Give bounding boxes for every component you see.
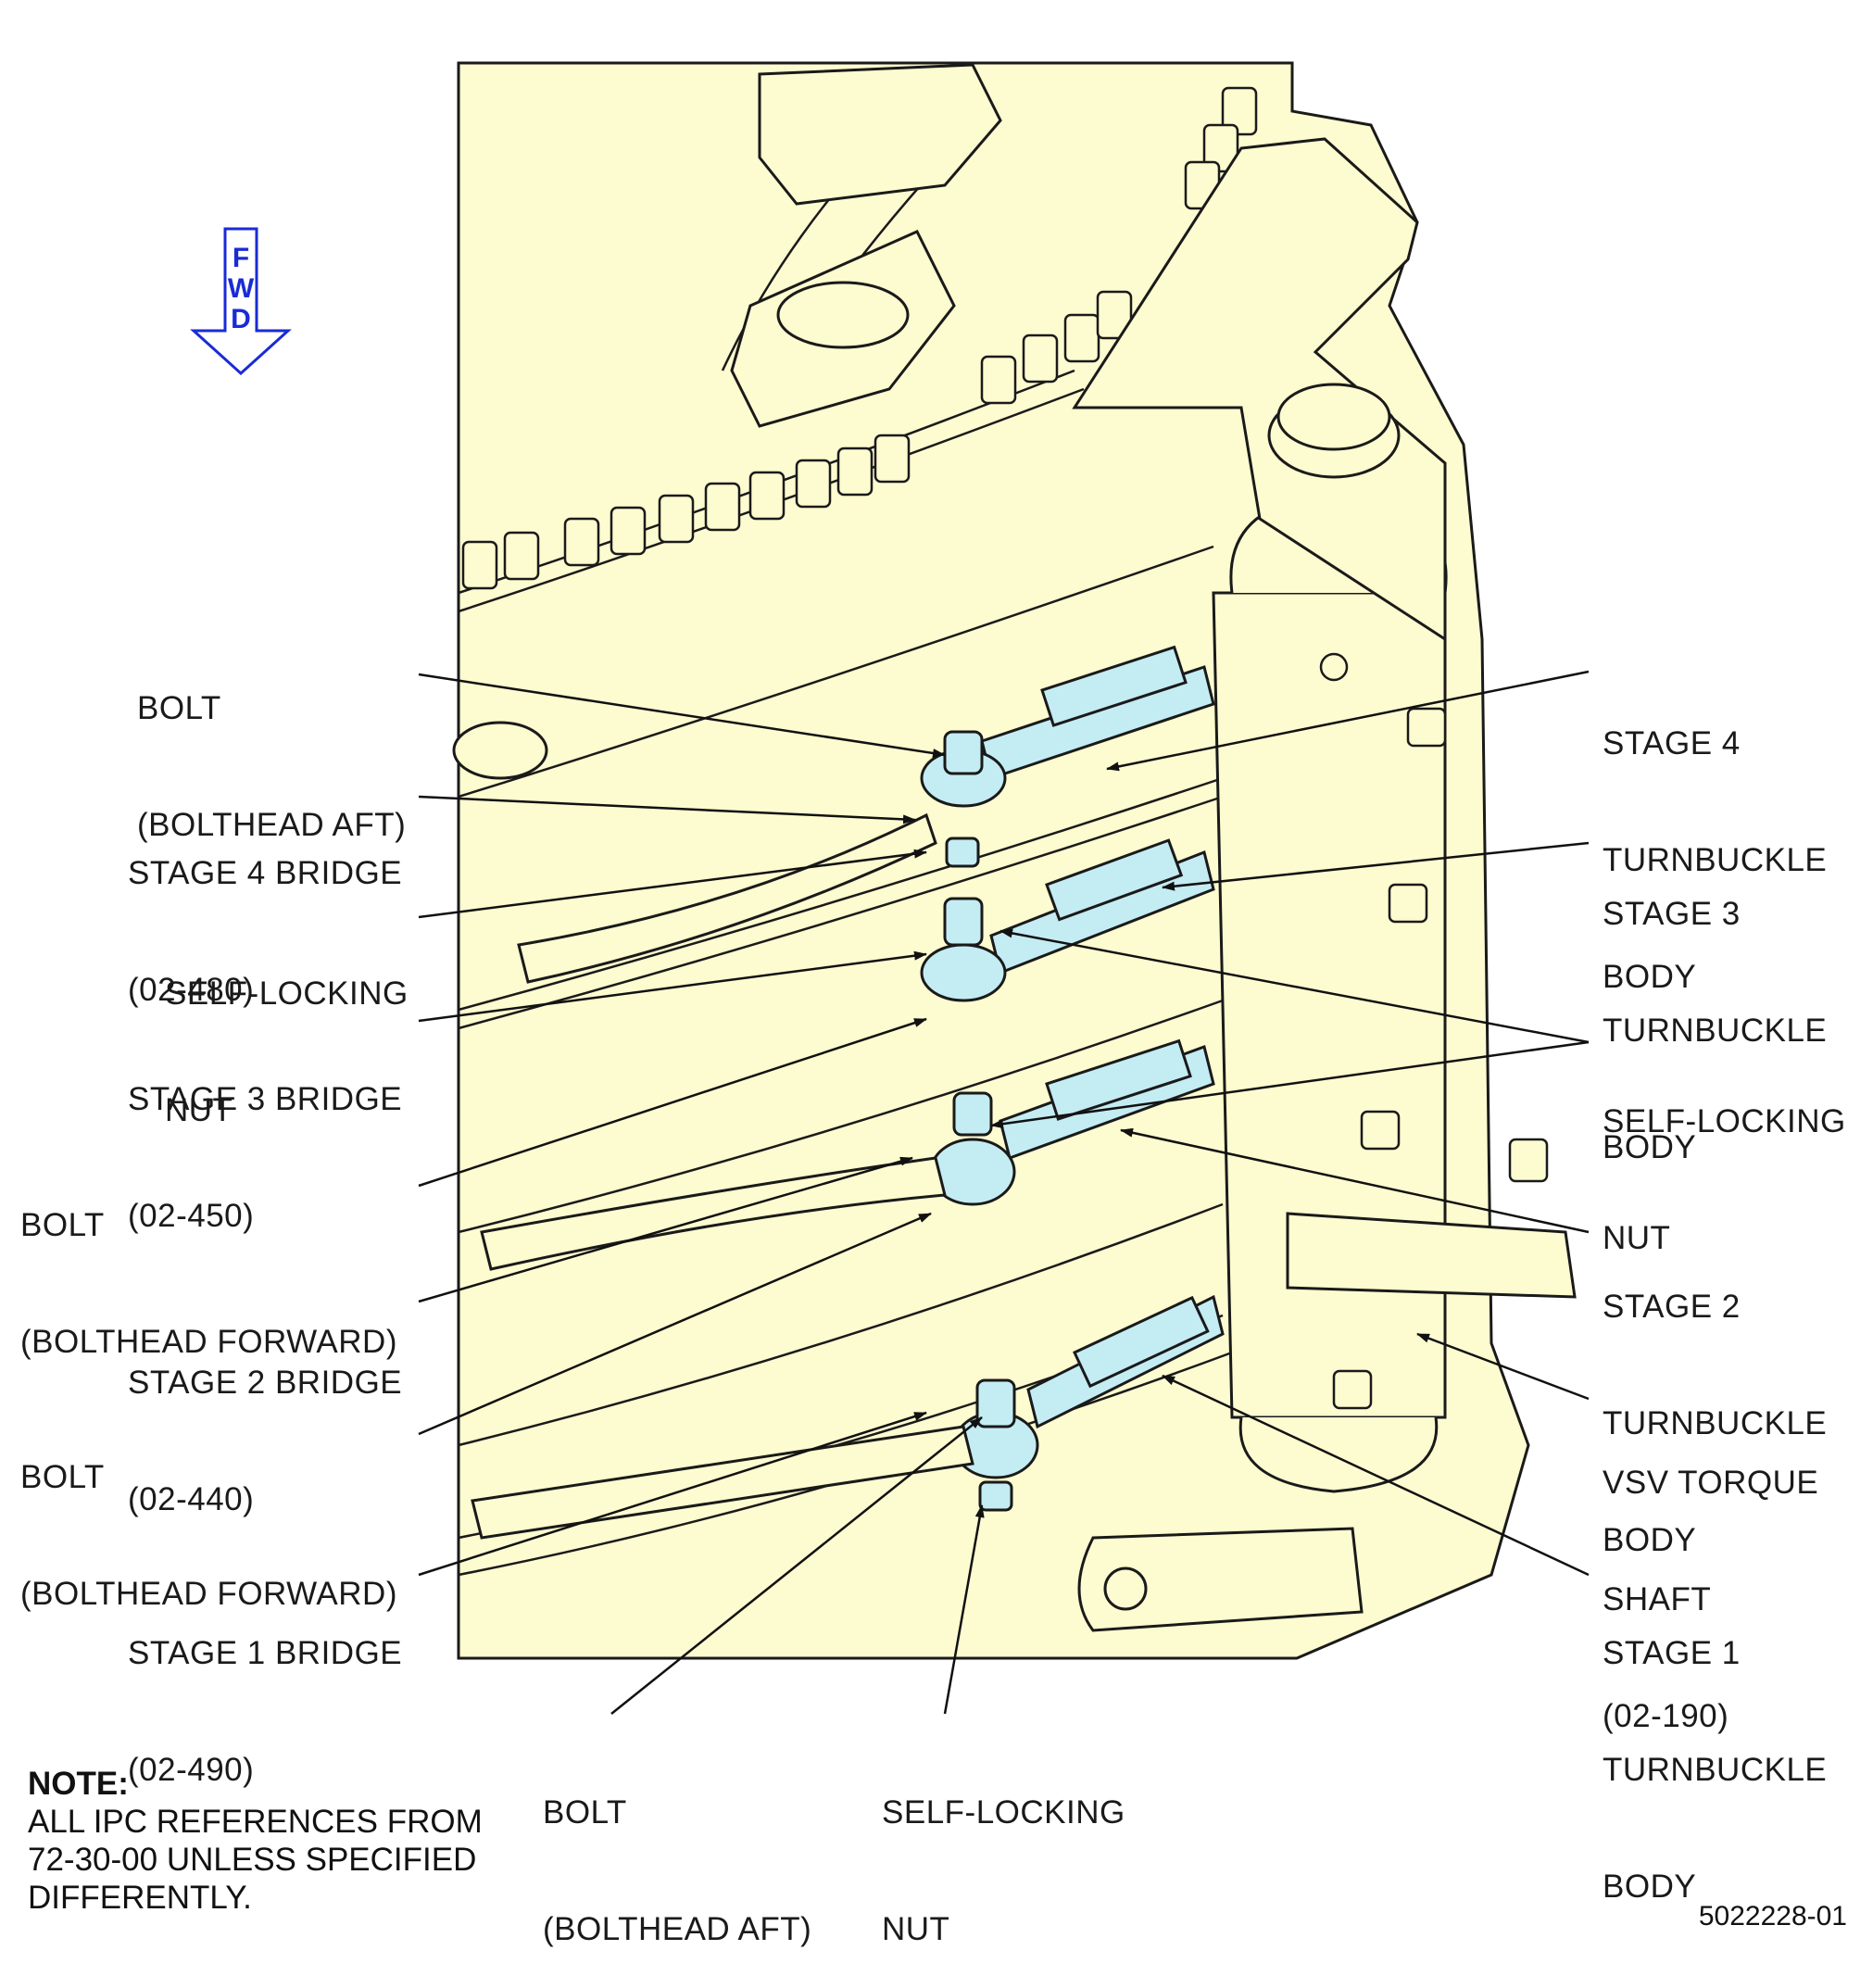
callout-line: NUT xyxy=(165,1092,233,1128)
stage3-linkage xyxy=(920,838,1215,1002)
note-line: 72-30-00 UNLESS SPECIFIED xyxy=(28,1842,477,1878)
callout-line: STAGE 3 BRIDGE xyxy=(128,1081,403,1117)
callout-bolt-forward-1: BOLT (BOLTHEAD FORWARD) xyxy=(20,1128,397,1401)
fwd-letter: F xyxy=(232,243,250,273)
callout-line: BOLT xyxy=(137,690,221,726)
callout-line: (02-190) xyxy=(1603,1698,1729,1734)
callout-line: STAGE 1 xyxy=(1603,1635,1741,1671)
leader-lines xyxy=(418,670,1590,1715)
callout-line: TURNBUCKLE xyxy=(1603,1013,1828,1049)
callout-line: BODY xyxy=(1603,1868,1697,1905)
callout-stage3-bridge: STAGE 3 BRIDGE (02-450) xyxy=(128,1002,402,1275)
callout-line: STAGE 1 BRIDGE xyxy=(128,1635,403,1671)
callout-self-locking-nut-bottom: SELF-LOCKING NUT xyxy=(882,1716,1125,1988)
callout-line: (02-480) xyxy=(128,972,255,1008)
callout-stage4-bridge: STAGE 4 BRIDGE (02-480) xyxy=(128,776,402,1049)
callout-line: NUT xyxy=(1603,1220,1671,1256)
callout-line: BOLT xyxy=(20,1207,105,1243)
note-heading: NOTE: xyxy=(28,1766,129,1802)
callout-line: BOLT xyxy=(543,1794,627,1831)
callout-line: (02-440) xyxy=(128,1481,255,1517)
callout-line: (BOLTHEAD AFT) xyxy=(137,807,407,843)
callout-line: SELF-LOCKING xyxy=(165,975,409,1012)
callout-line: SELF-LOCKING xyxy=(1603,1103,1846,1139)
callout-line: SELF-LOCKING xyxy=(882,1794,1125,1831)
callout-line: (02-490) xyxy=(128,1752,255,1788)
callout-line: BODY xyxy=(1603,1522,1697,1558)
callout-line: BOLT xyxy=(20,1459,105,1495)
note-line: DIFFERENTLY. xyxy=(28,1880,252,1916)
callout-line: (02-450) xyxy=(128,1198,255,1234)
fwd-label: F W D xyxy=(226,243,256,334)
callout-line: SHAFT xyxy=(1603,1581,1712,1617)
bridge-arms xyxy=(471,812,974,1540)
callout-self-locking-nut-left: SELF-LOCKING NUT xyxy=(165,897,409,1169)
callout-stage1-turnbuckle: STAGE 1 TURNBUCKLE BODY xyxy=(1603,1556,1827,1945)
fwd-letter: W xyxy=(227,273,255,304)
callout-stage2-bridge: STAGE 2 BRIDGE (02-440) xyxy=(128,1286,402,1558)
callout-stage2-turnbuckle: STAGE 2 TURNBUCKLE BODY xyxy=(1603,1210,1827,1599)
callout-stage1-bridge: STAGE 1 BRIDGE (02-490) xyxy=(128,1556,402,1829)
callout-line: STAGE 4 BRIDGE xyxy=(128,855,403,891)
callout-line: TURNBUCKLE xyxy=(1603,1405,1828,1441)
access-pads xyxy=(452,63,1002,780)
callout-bolt-forward-2: BOLT (BOLTHEAD FORWARD) xyxy=(20,1380,397,1653)
vsv-linkage-illustration xyxy=(418,61,1590,1715)
callout-line: NUT xyxy=(882,1911,950,1947)
callout-line: STAGE 4 xyxy=(1603,725,1741,761)
callout-line: VSV TORQUE xyxy=(1603,1465,1819,1501)
note-block: NOTE: ALL IPC REFERENCES FROM 72-30-00 U… xyxy=(28,1765,483,1917)
stage1-linkage xyxy=(952,1294,1225,1512)
fwd-letter: D xyxy=(231,304,251,334)
callout-bolt-aft-bottom: BOLT (BOLTHEAD AFT) xyxy=(543,1716,811,1988)
figure-number: 5022228-01 xyxy=(1698,1901,1847,1931)
callout-self-locking-nut-right: SELF-LOCKING NUT xyxy=(1603,1025,1846,1297)
callout-line: STAGE 2 BRIDGE xyxy=(128,1365,403,1401)
stage4-linkage xyxy=(920,645,1215,868)
callout-line: (BOLTHEAD FORWARD) xyxy=(20,1576,397,1612)
case-bolt-row xyxy=(461,86,1258,590)
callout-line: STAGE 2 xyxy=(1603,1289,1741,1325)
fwd-arrow-icon xyxy=(190,227,292,375)
callout-line: BODY xyxy=(1603,1129,1697,1165)
callout-stage4-turnbuckle: STAGE 4 TURNBUCKLE BODY xyxy=(1603,647,1827,1036)
callout-line: BODY xyxy=(1603,959,1697,995)
note-line: ALL IPC REFERENCES FROM xyxy=(28,1804,483,1840)
callout-line: STAGE 3 xyxy=(1603,896,1741,932)
callout-stage3-turnbuckle: STAGE 3 TURNBUCKLE BODY xyxy=(1603,817,1827,1206)
callout-bolt-aft-top: BOLT (BOLTHEAD AFT) xyxy=(137,611,406,884)
callout-vsv-torque-shaft: VSV TORQUE SHAFT (02-190) xyxy=(1603,1386,1818,1775)
torque-shaft xyxy=(1072,137,1577,1632)
callout-line: (BOLTHEAD AFT) xyxy=(543,1911,812,1947)
callout-line: TURNBUCKLE xyxy=(1603,842,1828,878)
callout-line: TURNBUCKLE xyxy=(1603,1752,1828,1788)
callout-line: (BOLTHEAD FORWARD) xyxy=(20,1324,397,1360)
stage2-linkage xyxy=(929,1038,1215,1206)
shaft-hardware xyxy=(1319,652,1549,1410)
